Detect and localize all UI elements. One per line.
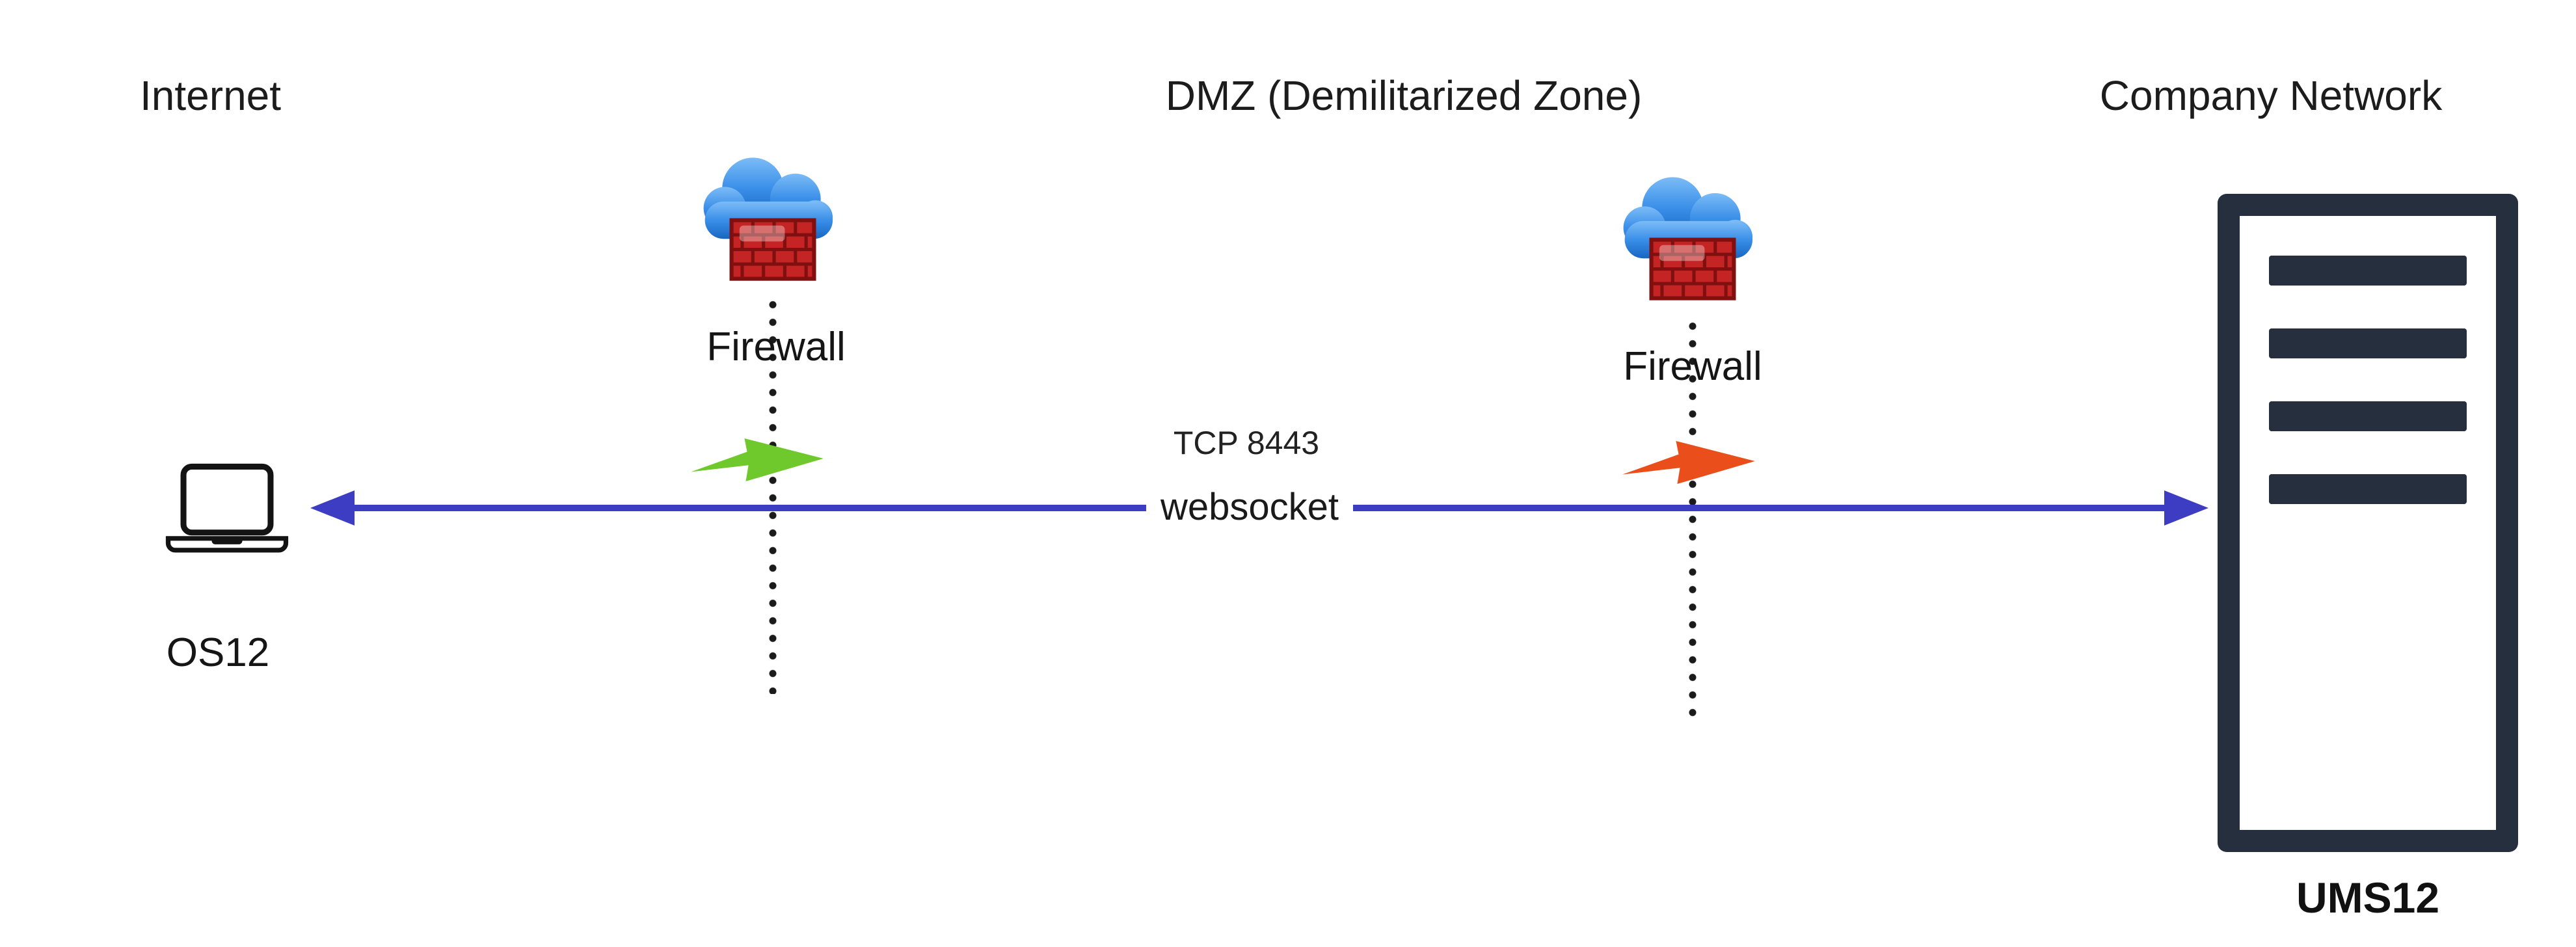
server-slot (2269, 474, 2467, 504)
connection-port-label: TCP 8443 (1173, 425, 1320, 461)
firewall-left-dotted-line (769, 296, 777, 694)
zone-label-company-network: Company Network (2099, 72, 2443, 119)
firewall-right-dotted-line (1689, 317, 1697, 717)
firewall-left-label: Firewall (706, 325, 846, 369)
server-slot (2269, 256, 2467, 286)
brick-wall-icon (729, 218, 816, 281)
firewall-right-label: Firewall (1623, 344, 1762, 389)
red-arrow-icon (1622, 441, 1755, 484)
green-arrow-icon (691, 438, 824, 481)
zone-label-dmz: DMZ (Demilitarized Zone) (1165, 72, 1643, 119)
server-slot (2269, 328, 2467, 358)
cloud-firewall-icon-right (1623, 177, 1753, 300)
zone-label-internet: Internet (140, 72, 282, 119)
server-slot (2269, 401, 2467, 431)
connection-protocol-label: websocket (1146, 485, 1354, 529)
laptop-icon (165, 463, 289, 553)
server-icon (2218, 194, 2518, 852)
arrowhead-right-icon (2164, 490, 2208, 526)
cloud-firewall-icon-left (703, 157, 833, 281)
arrowhead-left-icon (310, 490, 355, 526)
brick-wall-icon (1649, 237, 1736, 300)
server-label: UMS12 (2296, 874, 2440, 922)
client-label: OS12 (166, 630, 270, 675)
